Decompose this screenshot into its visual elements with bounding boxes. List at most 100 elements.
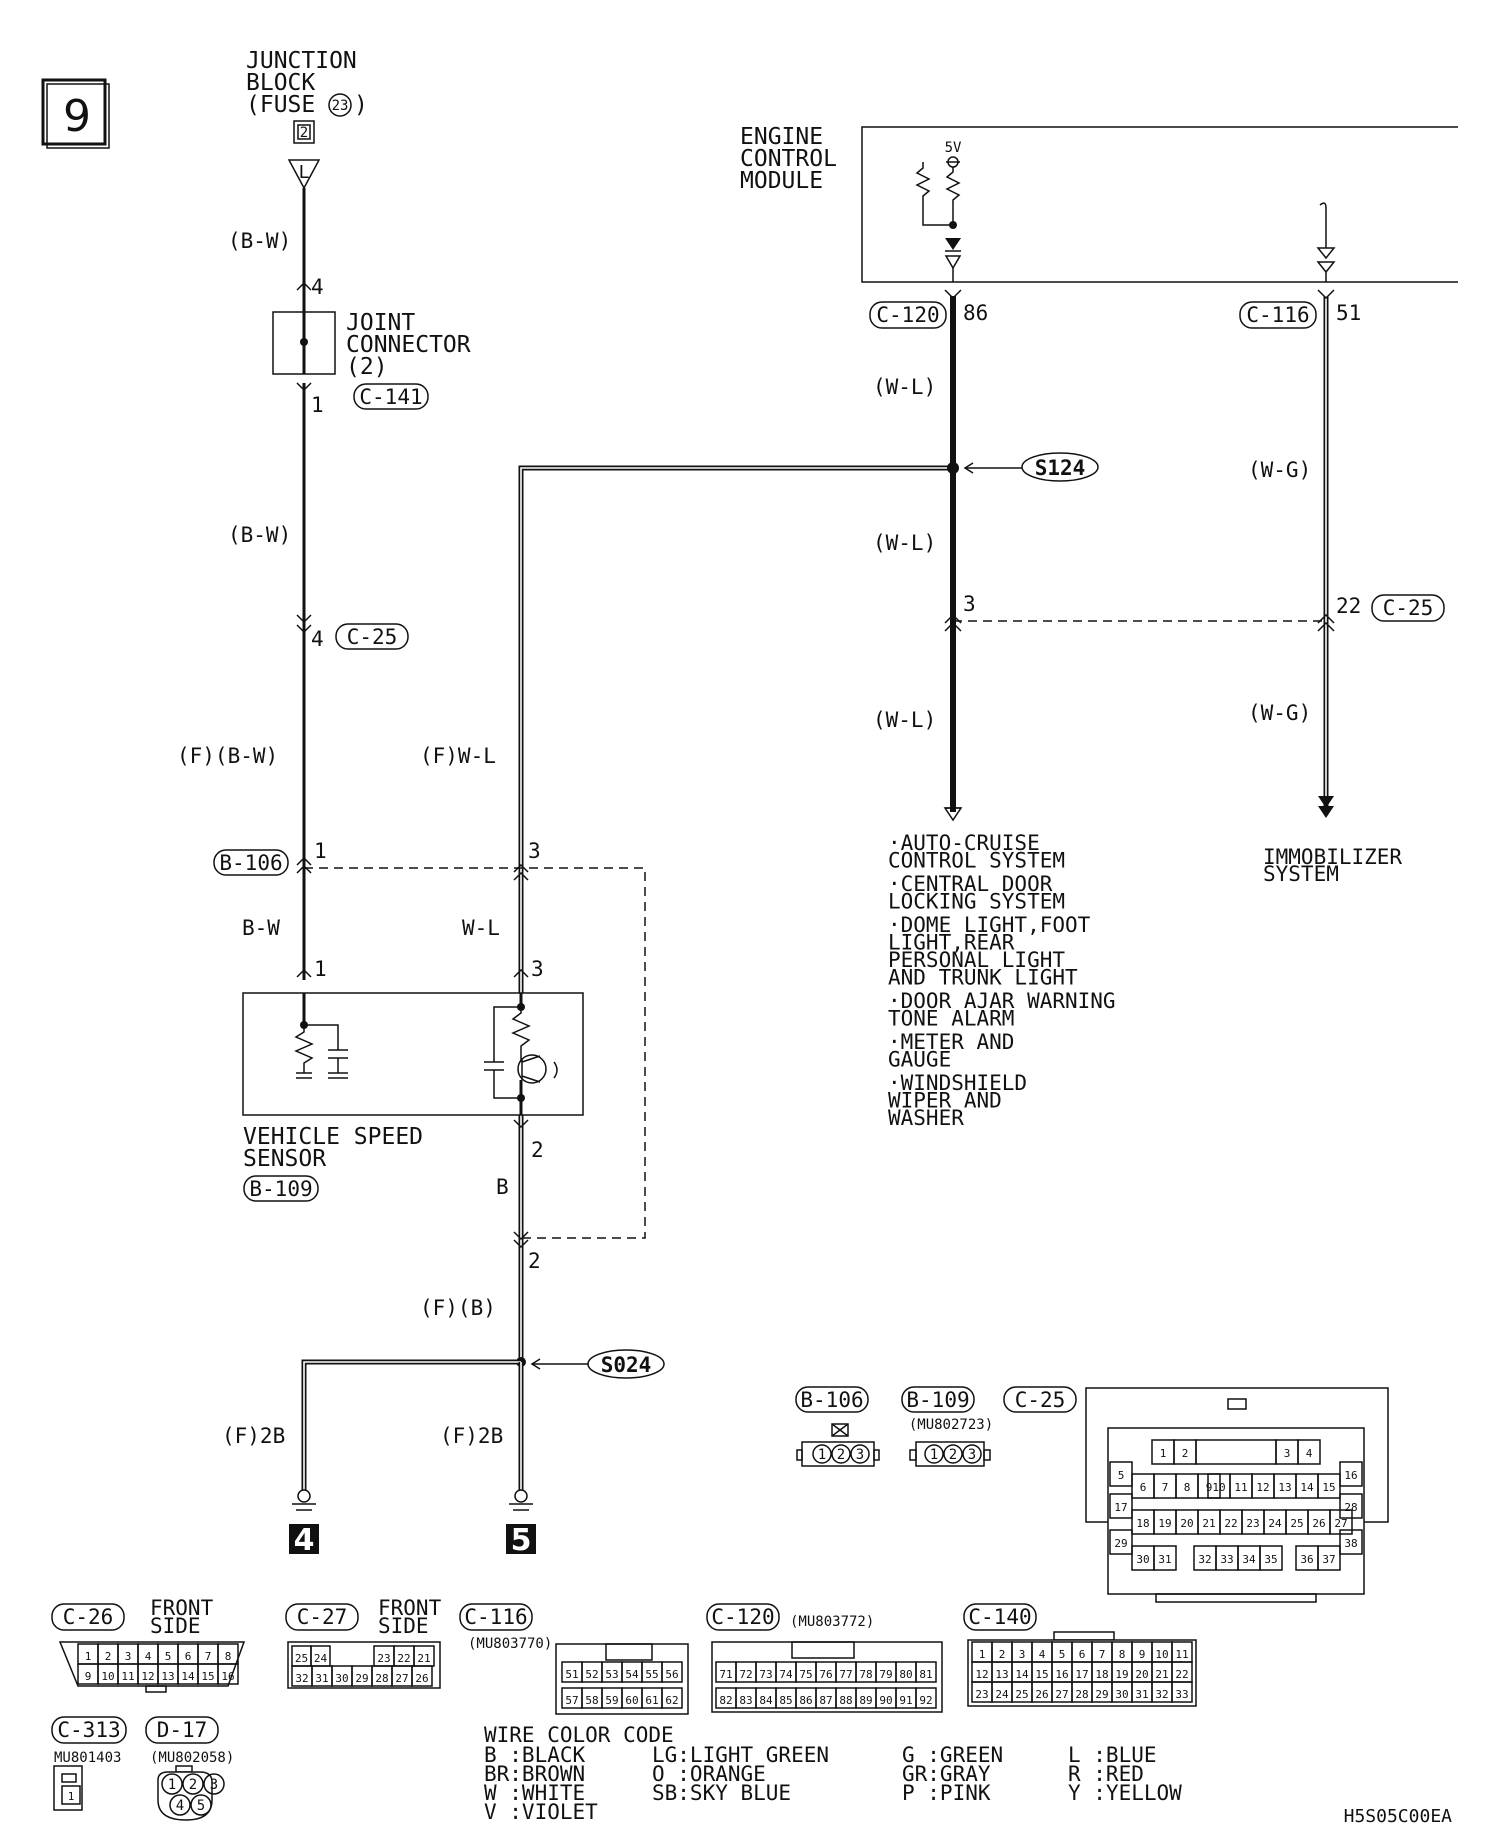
c120-pin: 71: [719, 1668, 732, 1681]
c26-pin: 8: [225, 1650, 232, 1663]
d17-pin: 2: [189, 1777, 197, 1793]
c25-pin: 32: [1198, 1553, 1211, 1566]
c120-pin: 80: [899, 1668, 912, 1681]
c25-pin: 5: [1118, 1469, 1125, 1482]
c116-pin: 59: [605, 1694, 618, 1707]
accessory-item-line: LIGHT,REAR: [888, 931, 1015, 955]
c140-pin: 31: [1135, 1688, 1148, 1701]
c27-pin: 26: [415, 1672, 428, 1685]
c26-pin: 9: [85, 1670, 92, 1683]
c25-right-pin-l: 3: [963, 592, 976, 616]
accessory-item-line: ·METER AND: [888, 1030, 1014, 1054]
wl-branch-wire: [513, 465, 952, 1362]
c27-pin: 31: [315, 1672, 328, 1685]
d17-pin: 4: [176, 1798, 184, 1814]
c140-pin: 6: [1079, 1648, 1086, 1661]
wire-label-bw-mid: (B-W): [228, 523, 291, 547]
d17-pin-ring: [203, 1773, 225, 1795]
c140-pin: 11: [1175, 1648, 1188, 1661]
accessory-item-line: ·DOME LIGHT,FOOT: [888, 913, 1091, 937]
c26-pin: 5: [165, 1650, 172, 1663]
c27-pin-cell: [411, 1665, 433, 1687]
c120-pin: 90: [879, 1694, 892, 1707]
joint-connector-id: C-141: [359, 385, 422, 409]
c25-pin: 31: [1158, 1553, 1171, 1566]
c25-right-badge: [1371, 594, 1445, 622]
accessory-item-line: GAUGE: [888, 1048, 951, 1072]
junction-block-label-3-end: ): [354, 92, 368, 118]
c116-pin-cell: [661, 1687, 683, 1709]
c27-pin: 28: [375, 1672, 388, 1685]
wire-color-code-entry: O :ORANGE: [652, 1762, 766, 1786]
c25-pin: 37: [1322, 1553, 1335, 1566]
c140-pin: 4: [1039, 1648, 1046, 1661]
page-number-box: 9: [41, 78, 110, 149]
c25-pin: 15: [1322, 1481, 1335, 1494]
c116-pin: 55: [645, 1668, 658, 1681]
c25-pin: 38: [1344, 1537, 1357, 1550]
accessory-item-line: WIPER AND: [888, 1089, 1002, 1113]
c25-pin: 8: [1184, 1481, 1191, 1494]
c25-pin: 25: [1290, 1517, 1303, 1530]
c120-pin: 81: [919, 1668, 932, 1681]
c25-pin-cell: [1317, 1473, 1341, 1499]
view-c140-id: C-140: [968, 1605, 1031, 1629]
c25-pin-cell: [1109, 1493, 1133, 1519]
ground-left-id: 4: [294, 1523, 315, 1558]
vehicle-speed-sensor: VEHICLE SPEED SENSOR B-109: [242, 992, 584, 1202]
accessory-item-line: LOCKING SYSTEM: [888, 890, 1065, 914]
c25-left-badge: [335, 623, 409, 650]
wire-label-bw: B-W: [242, 916, 280, 940]
c140-pin: 1: [979, 1648, 986, 1661]
b109-pin: 1: [930, 1447, 938, 1463]
c120-pin: 92: [919, 1694, 932, 1707]
vss-pin3: 3: [531, 957, 544, 981]
document-code: H5S05C00EA: [1344, 1806, 1453, 1827]
junction-pin: L: [299, 162, 310, 183]
c26-pin: 3: [125, 1650, 132, 1663]
b109-pin: 3: [968, 1447, 976, 1463]
wire-color-code-entry: Y :YELLOW: [1068, 1781, 1182, 1805]
joint-connector: JOINT CONNECTOR (2) 1 C-141: [272, 310, 471, 417]
c27-pin: 22: [397, 1652, 410, 1665]
c140-pin: 5: [1059, 1648, 1066, 1661]
d17-pin-ring: [182, 1773, 204, 1795]
c116-pin: 53: [605, 1668, 618, 1681]
c27-pin: 27: [395, 1672, 408, 1685]
c140-pin: 14: [1015, 1668, 1029, 1681]
ground-left: 4: [289, 1489, 319, 1558]
junction-block-label-3: (FUSE: [246, 92, 315, 118]
c120-pin: 76: [819, 1668, 832, 1681]
b109-pin-ring: [924, 1444, 944, 1464]
c120-pin: 84: [759, 1694, 773, 1707]
c26-pin: 2: [105, 1650, 112, 1663]
wire-color-code-entry: R :RED: [1068, 1762, 1144, 1786]
c116-pin: 57: [565, 1694, 578, 1707]
c140-pin: 19: [1115, 1668, 1128, 1681]
c27-pin: 25: [295, 1652, 308, 1665]
vss-pin1: 1: [314, 957, 327, 981]
c25-pin-cell: [1259, 1545, 1283, 1571]
d17-pin-ring: [161, 1773, 183, 1795]
c140-pin: 27: [1055, 1688, 1068, 1701]
c25-pin: 23: [1246, 1517, 1259, 1530]
c120-pin: 79: [879, 1668, 892, 1681]
b106-pin-ring: [831, 1444, 851, 1464]
d17-pin: 3: [210, 1777, 218, 1793]
c120-pin-cell: [915, 1661, 937, 1683]
b109-pin-ring: [943, 1444, 963, 1464]
wire-label-f-bw: (F)(B-W): [177, 744, 278, 768]
ecm-wg-trunk: [1317, 289, 1335, 818]
view-c26-side-1: FRONT: [150, 1596, 214, 1620]
c120-pin: 74: [779, 1668, 793, 1681]
c25-pin: 30: [1136, 1553, 1149, 1566]
c140-pin-cell: [1171, 1681, 1193, 1703]
c26-pin: 12: [141, 1670, 154, 1683]
c116-pin: 58: [585, 1694, 598, 1707]
view-c116-id: C-116: [464, 1605, 527, 1629]
c25-pin: 33: [1220, 1553, 1233, 1566]
b106-pin: 3: [856, 1447, 864, 1463]
c25-pin: 2: [1182, 1447, 1189, 1460]
